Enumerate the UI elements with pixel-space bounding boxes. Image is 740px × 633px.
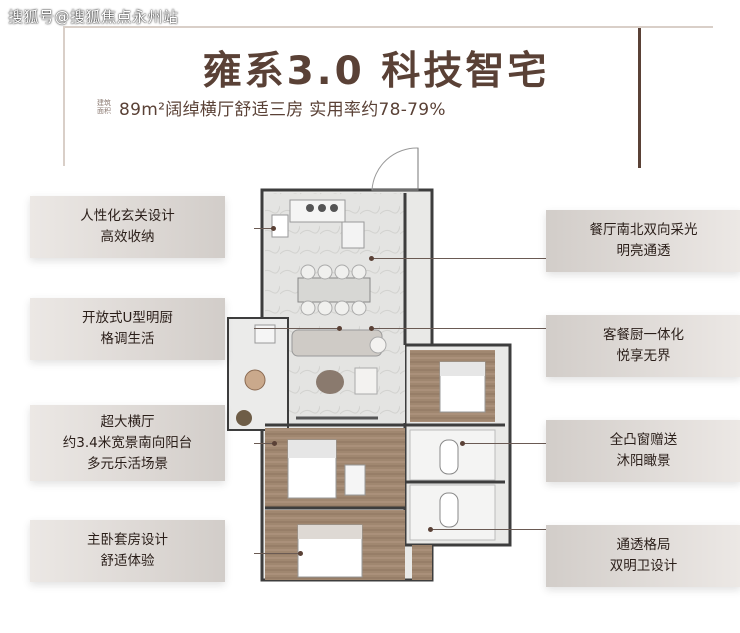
feature-title: 餐厅南北双向采光 bbox=[589, 222, 698, 238]
feature-card-kitchen: 开放式U型明厨 格调生活 bbox=[30, 298, 225, 360]
feature-desc: 沐阳瞰景 bbox=[616, 453, 671, 469]
leader-line bbox=[463, 443, 546, 444]
leader-line bbox=[254, 553, 300, 554]
feature-desc: 格调生活 bbox=[100, 331, 155, 347]
feature-title: 通透格局 bbox=[616, 537, 671, 553]
leader-dot bbox=[369, 256, 374, 261]
feature-title: 人性化玄关设计 bbox=[80, 208, 175, 224]
leader-line bbox=[254, 228, 272, 229]
subtitle: 89m²阔绰横厅舒适三房 实用率约78-79% bbox=[119, 99, 446, 120]
feature-desc: 双明卫设计 bbox=[609, 558, 678, 574]
leader-dot bbox=[428, 527, 433, 532]
watermark: 搜狐号@搜狐焦点永州站 bbox=[8, 8, 179, 26]
feature-card-open-plan: 客餐厨一体化 悦享无界 bbox=[546, 315, 740, 377]
leader-line bbox=[372, 328, 546, 329]
area-label: 建筑面积 bbox=[97, 99, 111, 115]
leader-dot bbox=[460, 441, 465, 446]
feature-card-entrance: 人性化玄关设计 高效收纳 bbox=[30, 196, 225, 258]
header-frame-accent bbox=[638, 28, 641, 168]
subtitle-row: 建筑面积 89m²阔绰横厅舒适三房 实用率约78-79% bbox=[97, 95, 577, 120]
feature-desc: 舒适体验 bbox=[100, 553, 155, 569]
leader-line bbox=[372, 258, 546, 259]
leader-dot bbox=[271, 226, 276, 231]
feature-title: 客餐厨一体化 bbox=[603, 327, 684, 343]
feature-title: 开放式U型明厨 bbox=[82, 310, 173, 326]
header-frame bbox=[63, 26, 713, 166]
leader-line bbox=[431, 529, 546, 530]
feature-card-layout: 通透格局 双明卫设计 bbox=[546, 525, 740, 587]
feature-desc: 约3.4米宽景南向阳台 bbox=[62, 434, 193, 451]
feature-desc: 多元乐活场景 bbox=[87, 455, 168, 472]
feature-title: 主卧套房设计 bbox=[87, 532, 168, 548]
leader-line bbox=[254, 328, 339, 329]
feature-title: 全凸窗赠送 bbox=[609, 432, 678, 448]
feature-title: 超大横厅 bbox=[100, 413, 155, 430]
leader-dot bbox=[337, 326, 342, 331]
leader-dot bbox=[369, 326, 374, 331]
leader-line bbox=[254, 443, 274, 444]
feature-card-bay-window: 全凸窗赠送 沐阳瞰景 bbox=[546, 420, 740, 482]
feature-card-living-room: 超大横厅 约3.4米宽景南向阳台 多元乐活场景 bbox=[30, 405, 225, 481]
feature-card-master-bedroom: 主卧套房设计 舒适体验 bbox=[30, 520, 225, 582]
feature-desc: 明亮通透 bbox=[616, 243, 671, 259]
page-title: 雍系3.0 科技智宅 bbox=[202, 49, 550, 94]
feature-desc: 悦享无界 bbox=[616, 348, 671, 364]
leader-dot bbox=[272, 441, 277, 446]
feature-card-dining: 餐厅南北双向采光 明亮通透 bbox=[546, 210, 740, 272]
leader-dot bbox=[298, 551, 303, 556]
feature-desc: 高效收纳 bbox=[100, 229, 155, 245]
